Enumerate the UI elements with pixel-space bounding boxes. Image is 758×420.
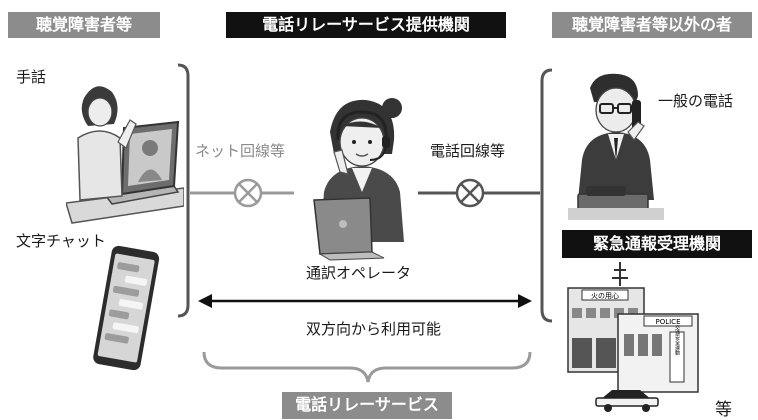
smartphone-illustration xyxy=(93,245,160,371)
bidirectional-label: 双方向から利用可能 xyxy=(306,320,442,338)
right-bracket xyxy=(540,68,553,323)
sign-language-user-illustration xyxy=(66,86,184,224)
left-bracket xyxy=(177,63,190,318)
header-center: 電話リレーサービス提供機関 xyxy=(226,12,506,38)
phone-line-label: 電話回線等 xyxy=(430,142,506,160)
header-right: 聴覚障害者等以外の者 xyxy=(552,12,752,38)
net-line-label: ネット回線等 xyxy=(195,142,286,160)
police-sign: POLICE xyxy=(655,318,680,326)
bottom-brace xyxy=(202,351,532,383)
fire-sign: 火の用心 xyxy=(591,292,619,300)
general-phone-label: 一般の電話 xyxy=(658,92,734,110)
header-left: 聴覚障害者等 xyxy=(8,12,160,38)
operator-illustration xyxy=(313,98,404,261)
text-chat-label: 文字チャット xyxy=(16,232,106,250)
safety-sign: 交通安全運動 xyxy=(674,324,680,356)
operator-label: 通訳オペレータ xyxy=(306,264,412,282)
hand-sign-label: 手話 xyxy=(16,68,47,86)
etc-label: 等 xyxy=(715,400,732,420)
emergency-buildings-illustration: 火の用心 POLICE 交通安全運動 xyxy=(567,262,699,412)
phone-user-illustration xyxy=(568,73,664,220)
bottom-service-label: 電話リレーサービス xyxy=(282,392,452,419)
emergency-header: 緊急通報受理機関 xyxy=(562,230,752,258)
